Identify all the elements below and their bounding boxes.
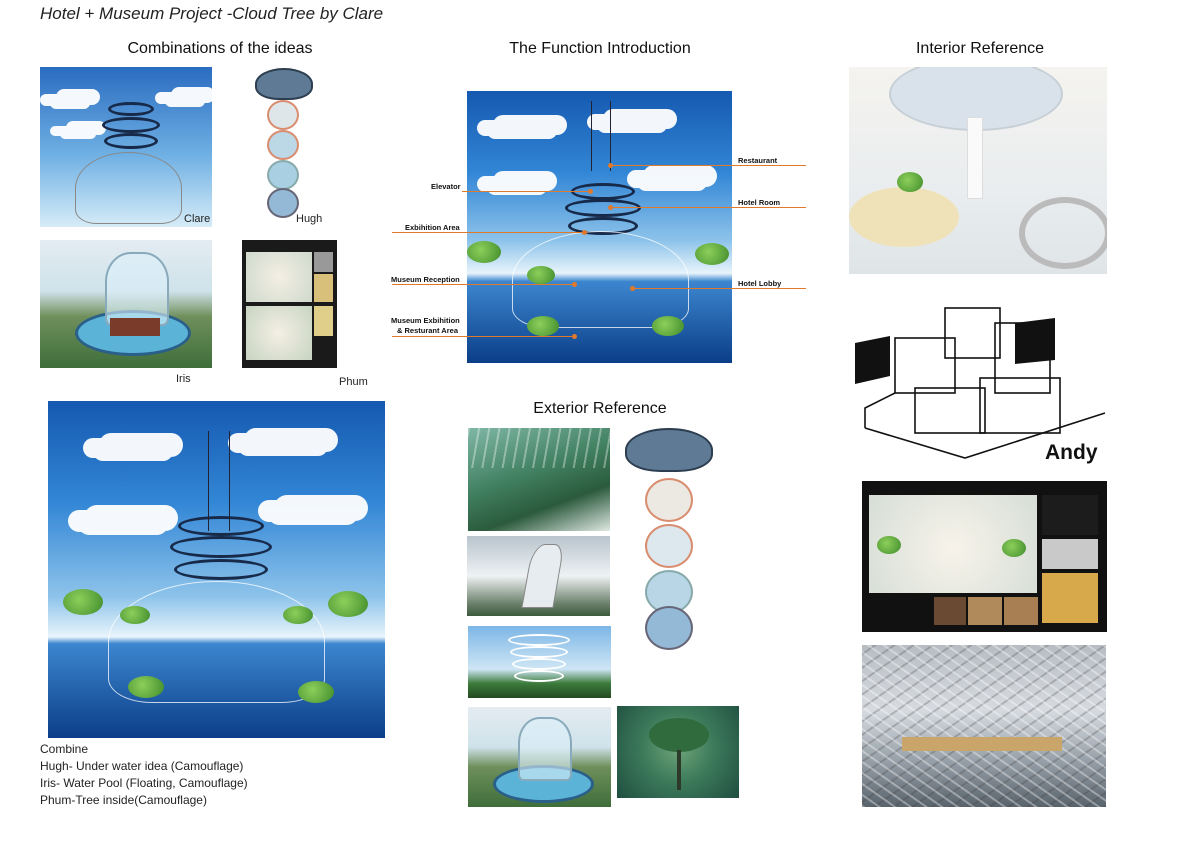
combine-note-hugh: Hugh- Under water idea (Camouflage) [40, 759, 244, 773]
leader-museum-exhibition [392, 336, 574, 337]
interior-ref-lattice-dome-image [862, 645, 1106, 807]
caption-hugh: Hugh [296, 213, 323, 225]
label-restaurant: Restaurant [738, 156, 778, 165]
combined-render-image [48, 401, 385, 738]
hugh-diagram-image [247, 68, 317, 218]
label-hotel-room: Hotel Room [738, 198, 781, 207]
caption-andy: Andy [1045, 441, 1098, 464]
caption-iris: Iris [176, 373, 191, 385]
function-diagram-image [467, 91, 732, 363]
leader-dot-museum-reception [572, 282, 577, 287]
section-heading-interior: Interior Reference [915, 40, 1045, 57]
combine-note-phum: Phum-Tree inside(Camouflage) [40, 793, 207, 807]
label-elevator: Elevator [431, 182, 461, 191]
exterior-ref-greenhouse-image [468, 428, 610, 531]
leader-dot-elevator [588, 189, 593, 194]
label-hotel-lobby: Hotel Lobby [738, 279, 782, 288]
caption-phum: Phum [339, 376, 368, 388]
section-heading-combinations: Combinations of the ideas [127, 40, 313, 57]
section-heading-function: The Function Introduction [509, 40, 691, 57]
exterior-ref-tower-image [467, 536, 610, 616]
interior-ref-render-image [849, 67, 1107, 274]
caption-clare: Clare [184, 213, 211, 225]
iris-sketch-image [40, 240, 212, 368]
leader-hotel-lobby [634, 288, 806, 289]
leader-exhibition-area [392, 232, 584, 233]
combine-note-iris: Iris- Water Pool (Floating, Camouflage) [40, 776, 248, 790]
combine-notes: Combine Hugh- Under water idea (Camoufla… [40, 741, 248, 809]
label-exhibition-area: Exbihition Area [405, 223, 460, 232]
leader-hotel-room [612, 207, 806, 208]
leader-dot-museum-exhibition [572, 334, 577, 339]
clare-render-image [40, 67, 212, 227]
label-museum-reception: Museum Reception [391, 275, 460, 284]
exterior-ref-spiral-building-image [468, 626, 611, 698]
leader-dot-restaurant [608, 163, 613, 168]
combine-note-heading: Combine [40, 742, 89, 756]
leader-elevator [462, 191, 590, 192]
exterior-ref-underwater-tree-image [617, 706, 739, 798]
interior-ref-board-image [862, 481, 1107, 632]
leader-dot-hotel-room [608, 205, 613, 210]
leader-museum-reception [392, 284, 574, 285]
leader-dot-exhibition-area [582, 230, 587, 235]
leader-dot-hotel-lobby [630, 286, 635, 291]
label-museum-exhibition-line1: Museum Exbihition [391, 316, 460, 325]
interior-ref-andy-sketch-image [855, 298, 1107, 466]
page-title: Hotel + Museum Project -Cloud Tree by Cl… [40, 4, 384, 23]
leader-restaurant [612, 165, 806, 166]
exterior-ref-pool-sketch-image [468, 707, 611, 807]
label-museum-exhibition-line2: & Resturant Area [397, 326, 458, 335]
exterior-ref-stack-diagram-image [617, 428, 715, 650]
section-heading-exterior: Exterior Reference [533, 400, 667, 417]
phum-board-image [242, 240, 337, 368]
